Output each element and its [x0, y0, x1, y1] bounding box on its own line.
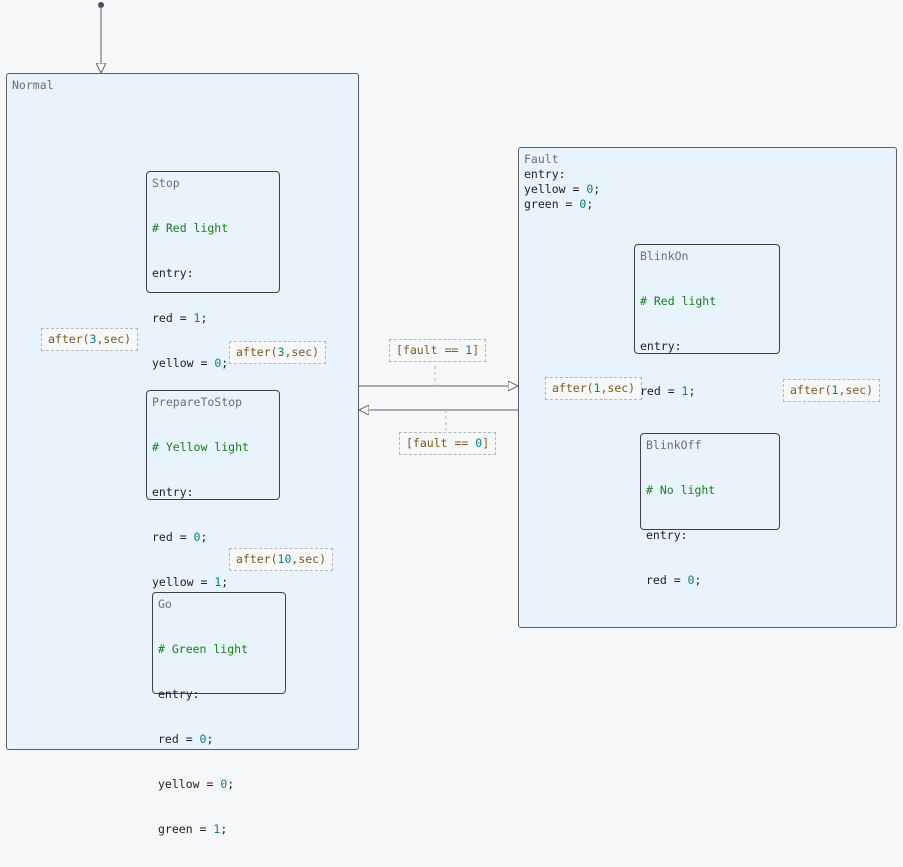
transition-label-normal-to-fault[interactable]: [fault == 1] [389, 339, 487, 362]
state-blinkoff-actions: # No light entry: red = 0; [646, 453, 774, 618]
superstate-normal-title: Normal [12, 78, 54, 92]
state-line: entry: [640, 339, 682, 353]
transition-label-stop-to-go[interactable]: after(3,sec) [41, 328, 139, 351]
state-blinkoff-title: BlinkOff [646, 438, 702, 452]
state-prepare-to-stop[interactable]: PrepareToStop # Yellow light entry: red … [146, 390, 280, 634]
state-stop-title: Stop [152, 176, 180, 190]
state-line: red = 1; [640, 384, 696, 398]
fault-line: entry: [524, 167, 566, 181]
state-line: red = 0; [158, 732, 214, 746]
superstate-fault-title: Fault [524, 152, 559, 166]
state-line: entry: [646, 528, 688, 542]
transition-label-blinkoff-to-blinkon[interactable]: after(1,sec) [783, 379, 881, 402]
state-line: entry: [152, 485, 194, 499]
state-line: yellow = 0; [158, 777, 235, 791]
state-blink-on[interactable]: BlinkOn # Red light entry: red = 1; [634, 244, 780, 398]
superstate-fault-actions: entry: yellow = 0; green = 0; [524, 167, 600, 212]
state-blinkon-actions: # Red light entry: red = 1; [640, 264, 774, 429]
state-line: entry: [152, 266, 194, 280]
state-line: red = 0; [646, 573, 702, 587]
state-line: # Red light [152, 221, 229, 235]
fault-line: green = 0; [524, 197, 594, 211]
state-line: yellow = 0; [152, 356, 229, 370]
state-line: red = 0; [152, 530, 208, 544]
transition-label-go-to-prepare[interactable]: after(10,sec) [229, 548, 334, 571]
state-go-title: Go [158, 597, 172, 611]
state-go-actions: # Green light entry: red = 0; yellow = 0… [158, 612, 280, 867]
state-line: # Green light [158, 642, 249, 656]
state-prepare-title: PrepareToStop [152, 395, 243, 409]
state-line: # No light [646, 483, 716, 497]
state-stop[interactable]: Stop # Red light entry: red = 1; yellow … [146, 171, 280, 415]
state-blink-off[interactable]: BlinkOff # No light entry: red = 0; [640, 433, 780, 587]
state-line: green = 1; [158, 822, 228, 836]
state-line: # Red light [640, 294, 717, 308]
state-line: red = 1; [152, 311, 208, 325]
state-line: yellow = 1; [152, 575, 229, 589]
state-go[interactable]: Go # Green light entry: red = 0; yellow … [152, 592, 286, 836]
state-line: # Yellow light [152, 440, 249, 454]
state-line: entry: [158, 687, 200, 701]
transition-label-blinkon-to-blinkoff[interactable]: after(1,sec) [545, 377, 643, 400]
transition-label-prepare-to-stop[interactable]: after(3,sec) [229, 341, 327, 364]
state-blinkon-title: BlinkOn [640, 249, 689, 263]
fault-line: yellow = 0; [524, 182, 601, 196]
transition-label-fault-to-normal[interactable]: [fault == 0] [399, 432, 497, 455]
